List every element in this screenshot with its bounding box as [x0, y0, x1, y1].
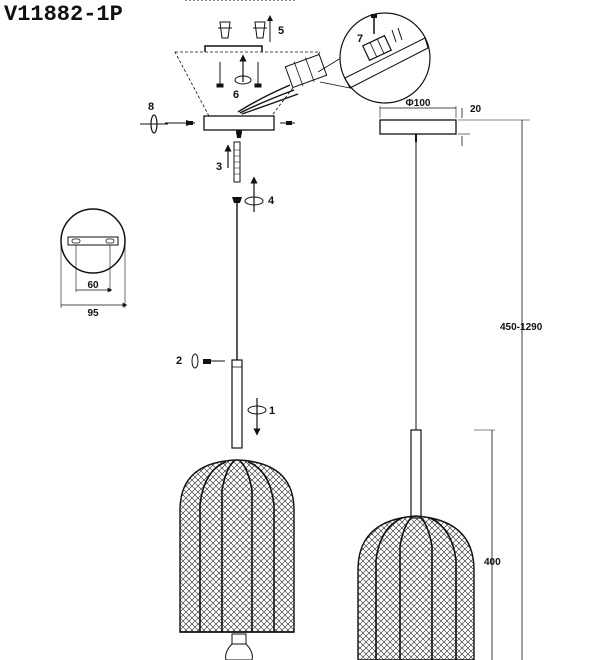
mesh-shade — [179, 459, 295, 633]
step-6-label: 6 — [233, 89, 239, 101]
terminal-callout — [339, 12, 431, 104]
lamp-holder — [231, 359, 243, 449]
overall-height-dimension: 450-1290 — [500, 322, 543, 333]
dimension-view: Φ100 20 450-1290 — [357, 98, 543, 660]
canopy — [203, 115, 275, 131]
step-5-label: 5 — [278, 25, 284, 37]
step-2-label: 2 — [176, 355, 182, 367]
hole-spacing-dimension: 60 — [87, 280, 99, 291]
step-3-label: 3 — [216, 161, 222, 173]
shade-height-dimension: 400 — [484, 557, 501, 568]
step-8-label: 8 — [148, 101, 154, 113]
rotate-icon — [234, 75, 252, 85]
mesh-shade-profile — [357, 515, 475, 660]
canopy-height-dimension: 20 — [470, 104, 482, 115]
bracket-detail: 60 95 — [60, 208, 128, 319]
step-7-label: 7 — [357, 33, 363, 45]
model-number: V11882-1P — [4, 2, 123, 27]
terminal-block — [284, 53, 328, 89]
bracket-width-dimension: 95 — [87, 308, 99, 319]
step-1-label: 1 — [269, 405, 275, 417]
canopy-diameter-dimension: Φ100 — [406, 98, 431, 109]
exploded-view: 5 6 — [140, 0, 431, 660]
bulb — [225, 633, 253, 660]
wall-anchors — [218, 15, 273, 42]
step-4-label: 4 — [268, 195, 275, 207]
mounting-bracket — [204, 45, 263, 52]
canopy-profile — [379, 119, 457, 135]
bracket-screws — [216, 62, 262, 88]
